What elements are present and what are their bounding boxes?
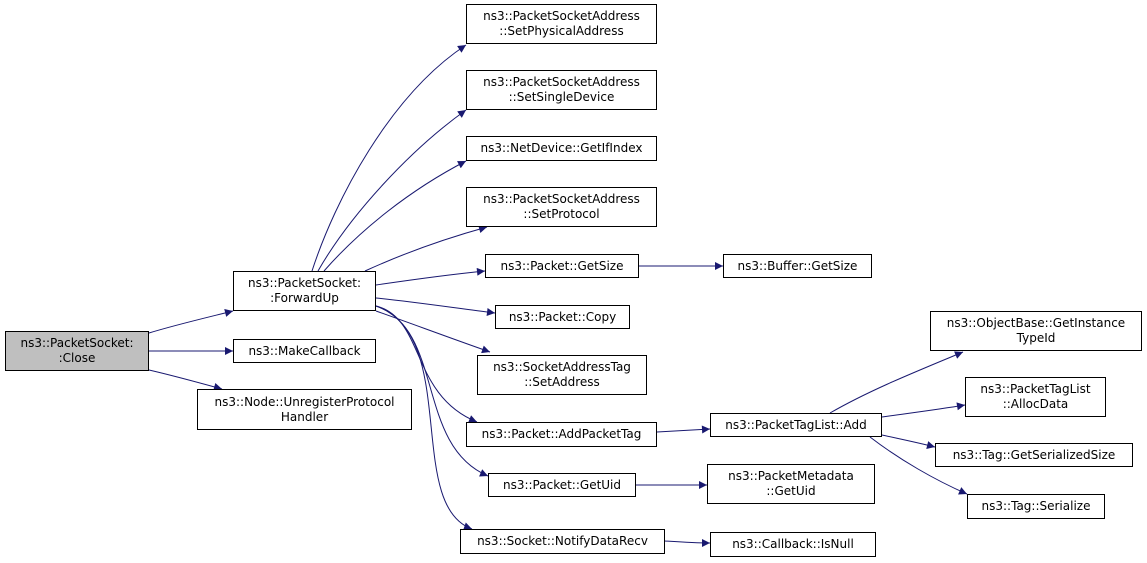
- edge-ptladd-to-getinstancetypeid: [829, 351, 964, 414]
- node-packet-metadata-get-uid[interactable]: ns3::PacketMetadata ::GetUid: [707, 464, 875, 504]
- edge-forwardup-to-setphysical: [311, 44, 467, 272]
- node-socket-notify-data-recv[interactable]: ns3::Socket::NotifyDataRecv: [460, 529, 665, 554]
- node-label-line: ::SetPhysicalAddress: [499, 24, 624, 38]
- node-label-line: ns3::PacketTagList: [980, 382, 1091, 396]
- node-packet-get-uid[interactable]: ns3::Packet::GetUid: [488, 473, 636, 497]
- edge-ptladd-to-tagserialize: [869, 436, 968, 495]
- node-label-line: ns3::PacketSocket:: [247, 276, 362, 290]
- node-label-line: ns3::Tag::GetSerializedSize: [952, 447, 1116, 462]
- node-tag-get-serialized-size[interactable]: ns3::Tag::GetSerializedSize: [935, 443, 1133, 467]
- node-unregister-protocol-handler[interactable]: ns3::Node::UnregisterProtocol Handler: [197, 389, 412, 430]
- node-label-line: ::GetUid: [766, 484, 816, 498]
- node-label-line: :ForwardUp: [270, 291, 339, 305]
- node-label-line: ns3::Packet::AddPacketTag: [481, 427, 642, 441]
- node-makecallback[interactable]: ns3::MakeCallback: [233, 339, 376, 363]
- edge-forwardup-to-notifydatarecv: [375, 305, 473, 531]
- node-packet-add-packet-tag[interactable]: ns3::Packet::AddPacketTag: [466, 422, 657, 447]
- node-label-line: ns3::Node::UnregisterProtocol: [214, 394, 395, 409]
- node-socket-address-tag-set-address[interactable]: ns3::SocketAddressTag ::SetAddress: [477, 355, 647, 395]
- node-label-line: TypeId: [1016, 331, 1056, 345]
- edge-forwardup-to-pktcopy: [375, 297, 496, 316]
- node-label-line: ns3::PacketSocket:: [20, 336, 134, 350]
- node-set-single-device[interactable]: ns3::PacketSocketAddress ::SetSingleDevi…: [466, 70, 657, 110]
- edge-forwardup-to-setsingle: [317, 109, 467, 272]
- edge-ptladd-to-allocdata: [881, 402, 966, 418]
- node-label-line: ::AllocData: [1002, 397, 1069, 411]
- node-label-line: ns3::Tag::Serialize: [981, 499, 1091, 513]
- node-packet-tag-list-add[interactable]: ns3::PacketTagList::Add: [710, 413, 882, 437]
- node-label-line: :Close: [58, 351, 96, 365]
- node-label-line: ns3::SocketAddressTag: [493, 360, 631, 374]
- edge-forwardup-to-sockaddrtag: [375, 310, 491, 354]
- node-label-line: ns3::Packet::GetSize: [500, 258, 624, 273]
- node-label-line: ::SetProtocol: [523, 207, 600, 221]
- edge-forwardup-to-setprotocol: [364, 225, 488, 272]
- edge-close-to-forwardup: [148, 309, 234, 334]
- node-label-line: ns3::Buffer::GetSize: [737, 258, 858, 273]
- node-label-line: ns3::PacketSocketAddress: [483, 9, 640, 23]
- node-label-line: ns3::PacketSocketAddress: [483, 192, 640, 206]
- node-packet-tag-list-alloc-data[interactable]: ns3::PacketTagList ::AllocData: [965, 377, 1106, 417]
- node-label-line: ns3::Packet::GetUid: [502, 477, 622, 492]
- edge-forwardup-to-getifindex: [323, 160, 467, 272]
- edge-notifydatarecv-to-cbisnull: [664, 538, 711, 547]
- node-label-line: ns3::NetDevice::GetIfIndex: [480, 141, 643, 155]
- node-label-line: ns3::PacketTagList::Add: [725, 417, 867, 432]
- edge-addpackettag-to-ptladd: [656, 425, 711, 434]
- node-label-line: ns3::Socket::NotifyDataRecv: [477, 534, 648, 548]
- edge-close-to-unregister: [148, 369, 223, 391]
- node-callback-is-null[interactable]: ns3::Callback::IsNull: [710, 532, 876, 557]
- node-packetsocket-forwardup[interactable]: ns3::PacketSocket: :ForwardUp: [233, 271, 376, 311]
- node-get-instance-type-id[interactable]: ns3::ObjectBase::GetInstance TypeId: [930, 311, 1142, 351]
- edge-forwardup-to-pktgetsize: [375, 267, 486, 286]
- node-set-physical-address[interactable]: ns3::PacketSocketAddress ::SetPhysicalAd…: [466, 4, 657, 44]
- node-label-line: ::SetSingleDevice: [508, 90, 615, 104]
- node-packet-get-size[interactable]: ns3::Packet::GetSize: [485, 254, 639, 278]
- node-label-line: ns3::MakeCallback: [248, 343, 361, 358]
- node-packet-copy[interactable]: ns3::Packet::Copy: [495, 305, 630, 329]
- node-buffer-get-size[interactable]: ns3::Buffer::GetSize: [723, 254, 872, 278]
- node-get-if-index[interactable]: ns3::NetDevice::GetIfIndex: [466, 136, 657, 161]
- node-label-line: ::SetAddress: [524, 375, 600, 389]
- node-label-line: ns3::Callback::IsNull: [732, 537, 854, 551]
- node-label-line: ns3::Packet::Copy: [508, 309, 617, 324]
- node-label-line: Handler: [280, 409, 329, 424]
- node-packetsocket-close: ns3::PacketSocket: :Close: [5, 331, 149, 371]
- node-label-line: ns3::PacketMetadata: [728, 469, 854, 483]
- node-tag-serialize[interactable]: ns3::Tag::Serialize: [967, 494, 1105, 519]
- node-label-line: ns3::ObjectBase::GetInstance: [946, 316, 1126, 330]
- edge-ptladd-to-getserializedsize: [881, 434, 936, 449]
- node-set-protocol[interactable]: ns3::PacketSocketAddress ::SetProtocol: [466, 187, 657, 227]
- node-label-line: ns3::PacketSocketAddress: [483, 75, 640, 89]
